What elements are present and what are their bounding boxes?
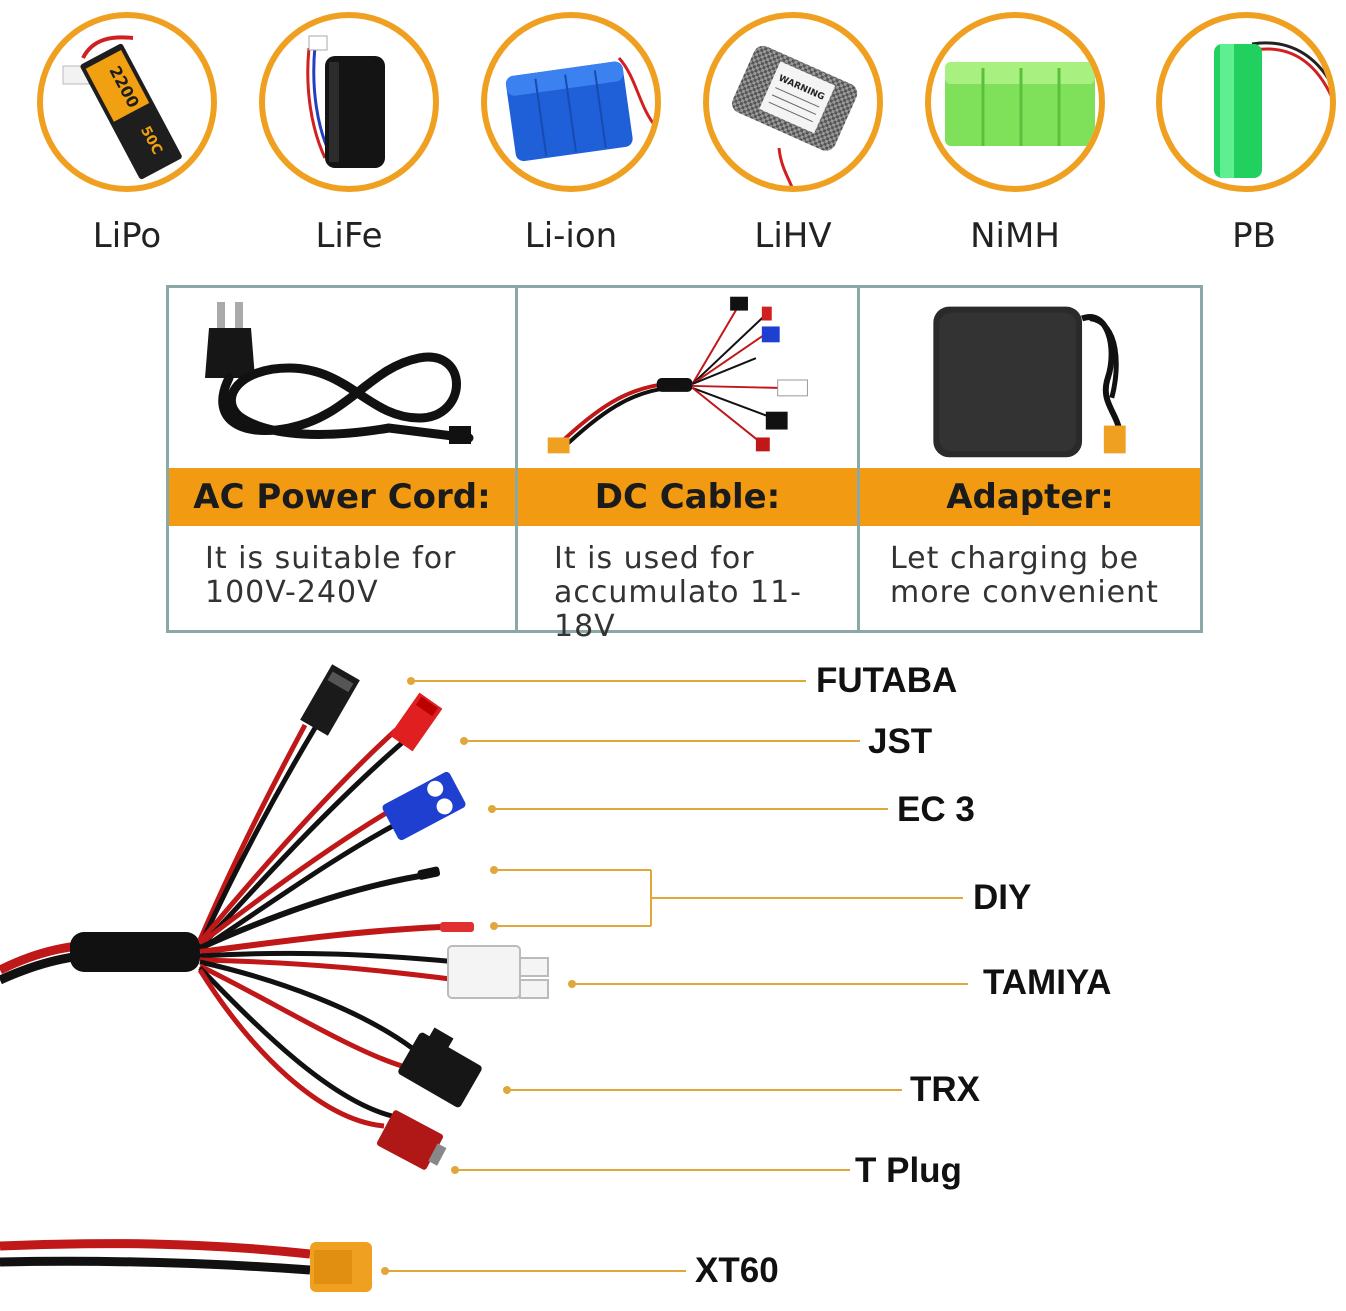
- nimh-battery-icon: [945, 62, 1095, 146]
- battery-pb: [1156, 12, 1336, 192]
- futaba-connector-icon: [300, 664, 360, 736]
- xt60-connector-icon: [310, 1242, 372, 1292]
- tamiya-connector-icon: [447, 945, 549, 999]
- battery-li-ion: [481, 12, 661, 192]
- connector-label-jst: JST: [868, 722, 933, 761]
- accessory-description-line: 100V-240V: [205, 575, 379, 610]
- battery-label-lihv: LiHV: [754, 216, 832, 256]
- connector-label-futaba: FUTABA: [816, 661, 958, 700]
- lipo-battery-icon: 2200 50C: [62, 35, 182, 180]
- diy-black-lead: [417, 866, 441, 880]
- battery-label-li-ion: Li-ion: [524, 216, 618, 256]
- connector-label-ec3: EC 3: [897, 790, 975, 829]
- battery-lipo: 2200 50C: [37, 12, 217, 192]
- accessory-description-line: Let charging be: [890, 541, 1140, 576]
- heat-shrink-sleeve: [70, 932, 200, 972]
- connector-label-diy: DIY: [973, 878, 1032, 917]
- ec3-connector-icon: [382, 771, 466, 841]
- connector-diagram: [0, 664, 968, 1292]
- battery-life: [259, 12, 439, 192]
- battery-label-pb: PB: [1232, 216, 1276, 256]
- t-plug-connector-icon: [376, 1110, 447, 1170]
- accessory-title: Adapter:: [860, 468, 1200, 526]
- accessory-description-line: It is suitable for: [205, 541, 457, 576]
- connector-label-tamiya: TAMIYA: [983, 963, 1112, 1002]
- accessory-description: It is suitable for 100V-240V: [205, 542, 456, 610]
- li-ion-battery-icon: [505, 56, 655, 162]
- connector-label-trx: TRX: [910, 1070, 980, 1109]
- ac-power-cord-icon: [205, 302, 474, 444]
- diy-red-lead: [440, 922, 474, 932]
- battery-label-lipo: LiPo: [92, 216, 162, 256]
- accessory-table: AC Power Cord: It is suitable for 100V-2…: [166, 285, 1203, 644]
- accessory-description-line: It is used for: [554, 541, 755, 576]
- lihv-battery-icon: WARNING: [732, 45, 858, 186]
- battery-label-nimh: NiMH: [970, 216, 1060, 256]
- accessory-description: It is used for accumulato 11-18V: [554, 542, 857, 644]
- battery-nimh: [925, 12, 1105, 192]
- jst-connector-icon: [389, 692, 443, 752]
- accessory-title: DC Cable:: [518, 468, 857, 526]
- accessory-ac-power-cord: AC Power Cord: It is suitable for 100V-2…: [169, 288, 515, 630]
- adapter-icon: [933, 306, 1126, 458]
- connector-label-xt60: XT60: [695, 1251, 779, 1290]
- pb-battery-icon: [1214, 41, 1330, 178]
- accessory-dc-cable: DC Cable: It is used for accumulato 11-1…: [515, 288, 857, 644]
- accessory-adapter: Adapter: Let charging be more convenient: [857, 288, 1200, 630]
- connector-label-t-plug: T Plug: [855, 1151, 962, 1190]
- accessory-title: AC Power Cord:: [169, 468, 515, 526]
- battery-lihv: WARNING: [703, 12, 883, 192]
- dc-cable-icon: [547, 296, 808, 454]
- life-battery-icon: [306, 35, 385, 168]
- accessory-description-line: more convenient: [890, 575, 1159, 610]
- accessory-description-line: accumulato 11-18V: [554, 575, 802, 644]
- trx-connector-icon: [398, 1027, 482, 1108]
- battery-label-life: LiFe: [315, 216, 383, 256]
- accessory-description: Let charging be more convenient: [890, 542, 1159, 610]
